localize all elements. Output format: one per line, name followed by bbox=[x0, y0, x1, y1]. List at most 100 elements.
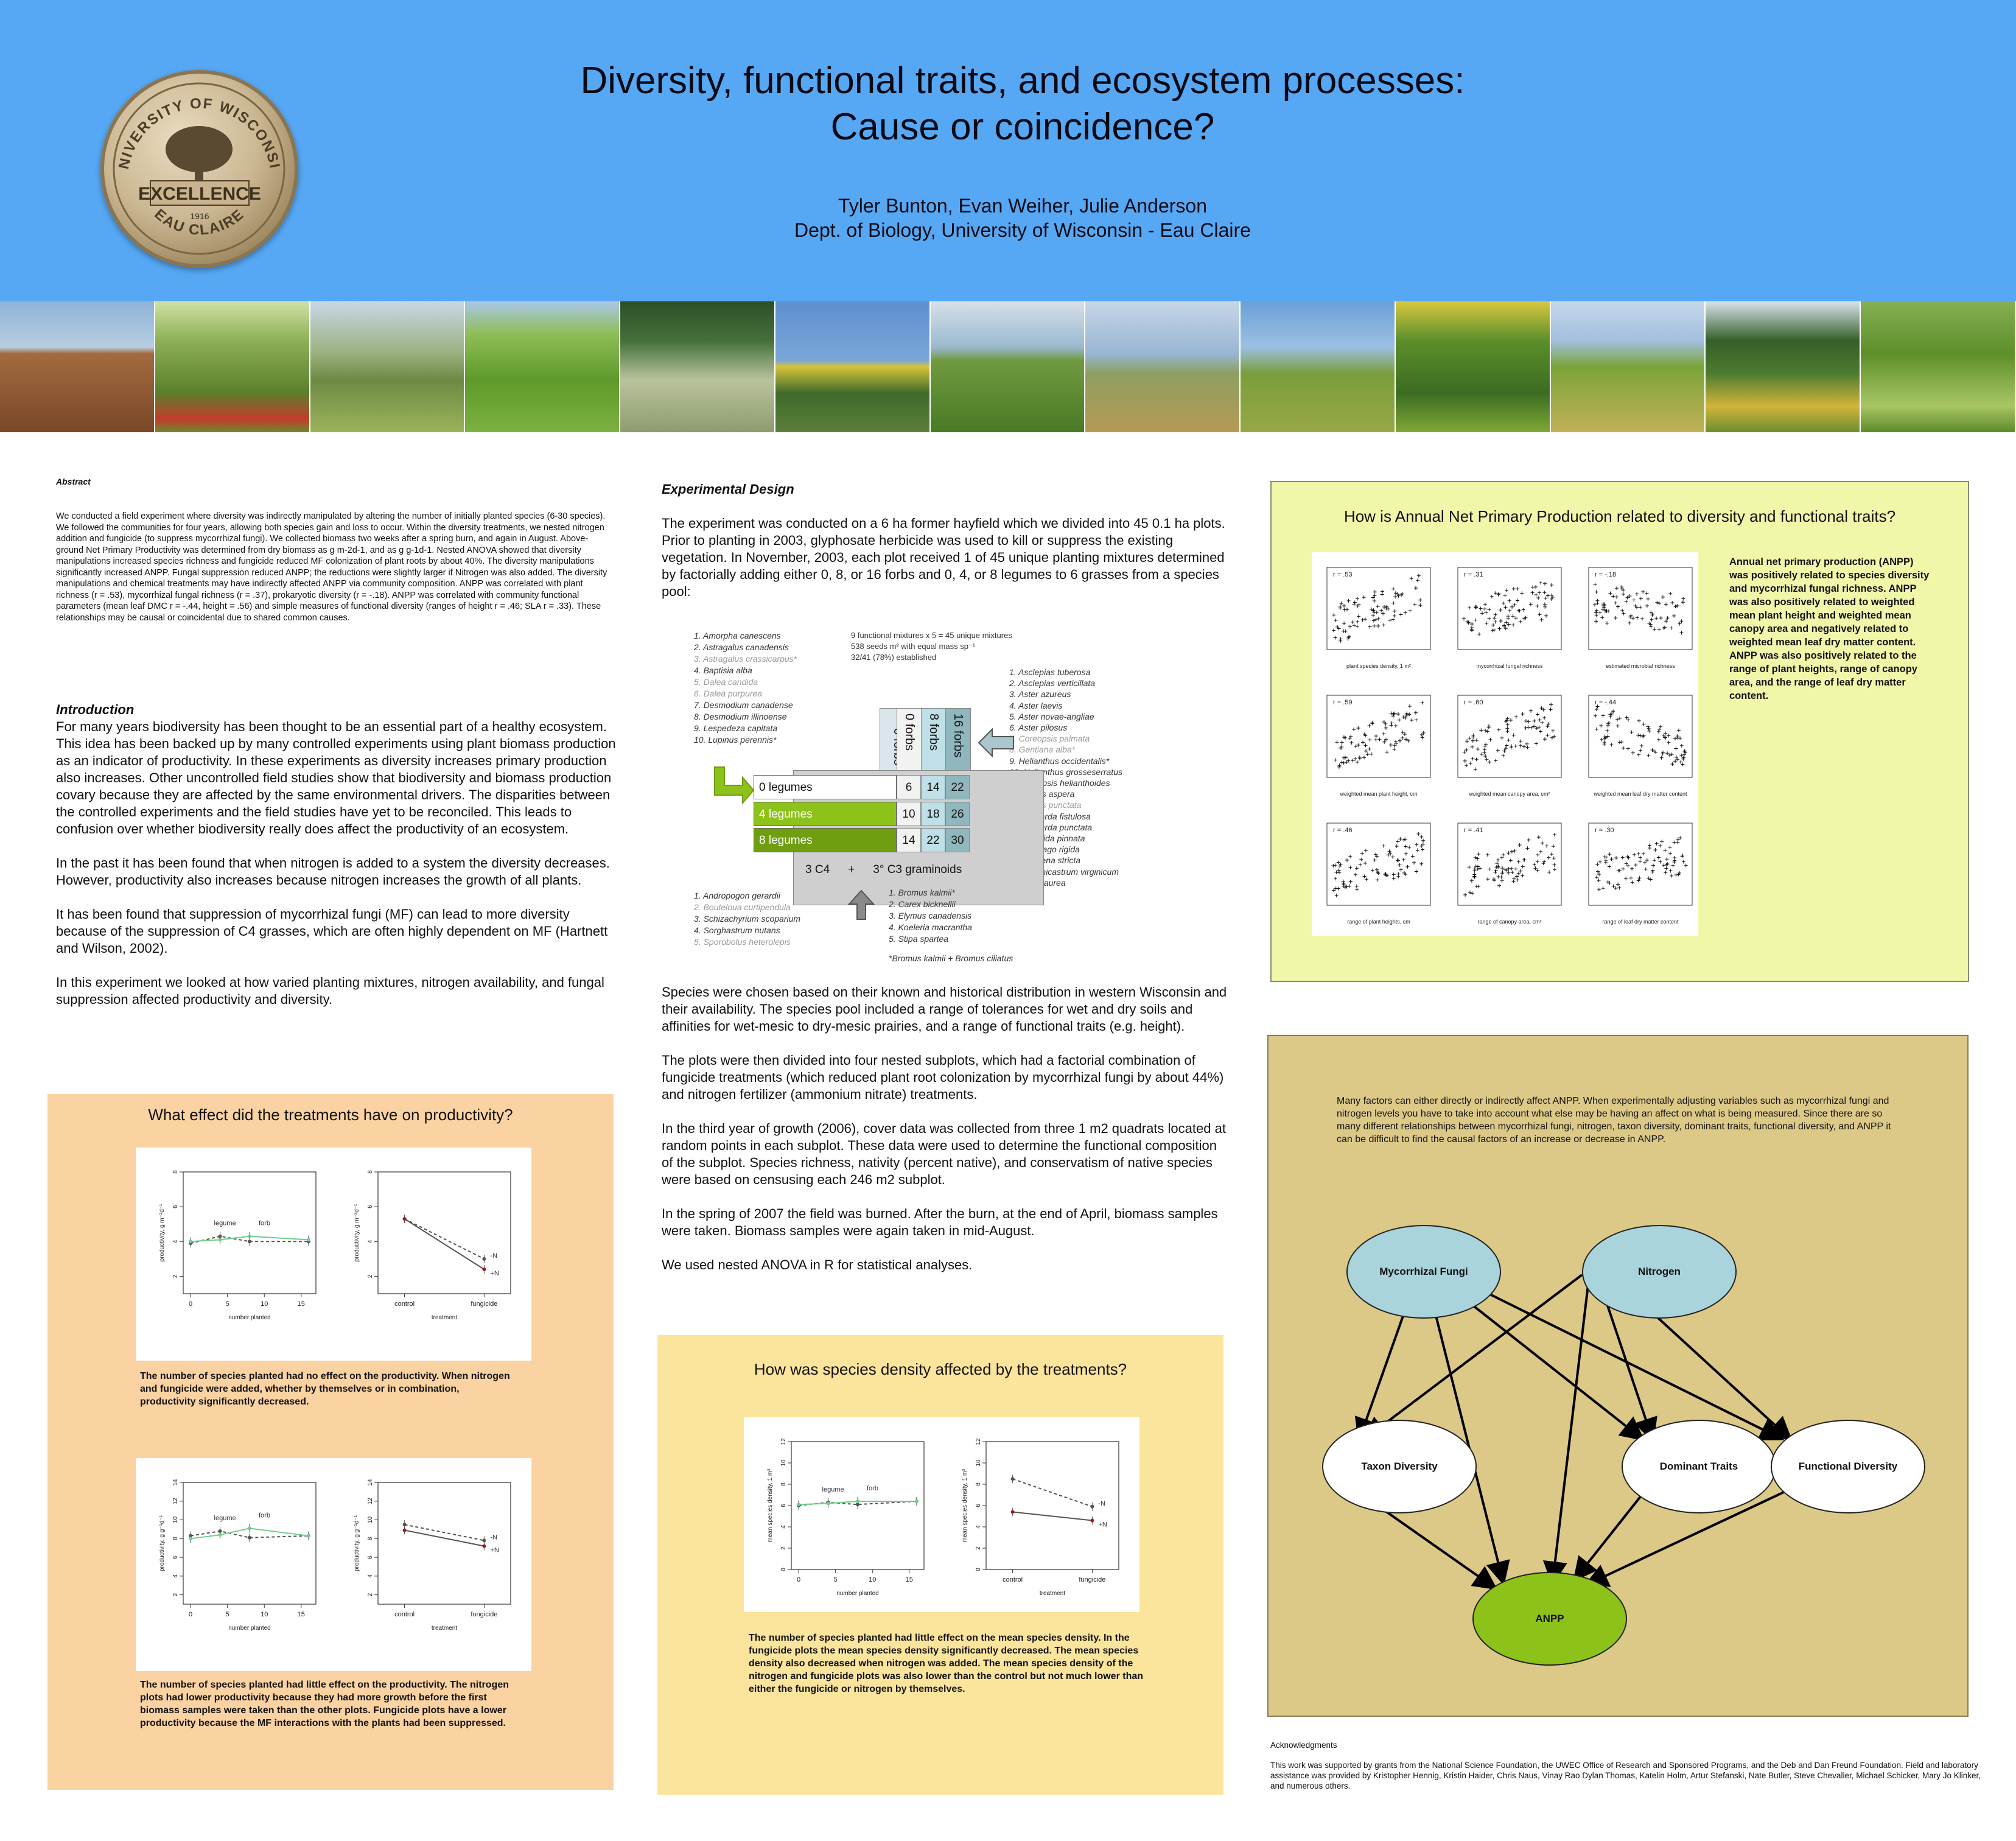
density-caption: The number of species planted had little… bbox=[749, 1633, 1144, 1694]
design-paragraph-6: We used nested ANOVA in R for statistica… bbox=[662, 1257, 973, 1272]
scatter-point bbox=[1518, 869, 1522, 873]
scatter-point bbox=[1374, 734, 1378, 738]
grid-cell: 14 bbox=[921, 775, 945, 799]
row-header-1: 4 legumes bbox=[754, 802, 897, 826]
scatter-point bbox=[1662, 863, 1666, 868]
scatter-point bbox=[1671, 863, 1675, 868]
scatter-point bbox=[1639, 748, 1643, 752]
scatter-point bbox=[1675, 603, 1679, 608]
grass-label-c3: 3° C3 graminoids bbox=[873, 863, 962, 876]
scatter-point bbox=[1398, 738, 1402, 743]
data-point bbox=[914, 1499, 919, 1503]
x-tick-label: 15 bbox=[906, 1576, 913, 1583]
y-tick-label: 8 bbox=[172, 1537, 179, 1540]
scatter-point bbox=[1626, 746, 1630, 751]
scatter-point bbox=[1483, 729, 1488, 733]
scatter-point bbox=[1552, 833, 1556, 837]
scatter-point bbox=[1376, 871, 1380, 875]
scatter-x-label: range of plant heights, cm bbox=[1347, 919, 1410, 925]
grid-cell: 6 bbox=[897, 775, 921, 799]
design-continued: Species were chosen based on their known… bbox=[662, 984, 1228, 1274]
scatter-point bbox=[1621, 592, 1625, 596]
scatter-point bbox=[1681, 860, 1685, 864]
scatter-point bbox=[1515, 598, 1519, 603]
scatter-point bbox=[1362, 874, 1367, 878]
scatter-point bbox=[1672, 614, 1676, 618]
scatter-point bbox=[1599, 724, 1603, 728]
scatter-point bbox=[1594, 714, 1598, 718]
data-point bbox=[797, 1503, 801, 1507]
scatter-frame bbox=[1588, 822, 1693, 906]
productivity-title: What effect did the treatments have on p… bbox=[148, 1106, 513, 1124]
scatter-point bbox=[1501, 754, 1505, 758]
scatter-point bbox=[1500, 871, 1504, 875]
scatter-point bbox=[1505, 729, 1510, 734]
scatter-point bbox=[1479, 728, 1483, 732]
scatter-point bbox=[1415, 848, 1419, 852]
scatter-point bbox=[1514, 616, 1518, 620]
scatter-point bbox=[1536, 596, 1541, 600]
scatter-point bbox=[1396, 592, 1400, 596]
scatter-point bbox=[1368, 625, 1372, 629]
x-tick-label: 5 bbox=[834, 1576, 838, 1583]
y-tick-label: 4 bbox=[780, 1525, 787, 1529]
scatter-r-label: r = .60 bbox=[1464, 699, 1483, 706]
scatter-point bbox=[1421, 731, 1426, 735]
scatter-point bbox=[1470, 628, 1474, 633]
scatter-point bbox=[1620, 608, 1625, 612]
scatter-point bbox=[1485, 729, 1489, 734]
design-arrows bbox=[714, 728, 1014, 920]
scatter-point bbox=[1355, 625, 1359, 629]
y-tick-label: 8 bbox=[367, 1170, 374, 1174]
field-photo bbox=[1861, 301, 2016, 432]
scatter-point bbox=[1516, 860, 1521, 864]
scatter-point bbox=[1639, 597, 1643, 601]
scatter-point bbox=[1398, 863, 1402, 867]
scatter-point bbox=[1363, 849, 1368, 853]
scatter-point bbox=[1514, 715, 1518, 719]
scatter-point bbox=[1467, 865, 1471, 869]
scatter-point bbox=[1470, 745, 1474, 749]
acknowledgments-heading: Acknowledgments bbox=[1270, 1741, 1337, 1750]
scatter-point bbox=[1390, 721, 1394, 725]
scatter-point bbox=[1639, 744, 1643, 748]
y-tick-label: 2 bbox=[780, 1546, 787, 1550]
scatter-point bbox=[1530, 591, 1535, 595]
scatter-point bbox=[1346, 598, 1351, 603]
scatter-point bbox=[1539, 706, 1544, 710]
scatter-point bbox=[1601, 608, 1605, 612]
data-point bbox=[218, 1533, 222, 1537]
productivity-caption-2: The number of species planted had little… bbox=[140, 1680, 509, 1728]
scatter-point bbox=[1535, 604, 1539, 608]
scatter-point bbox=[1337, 765, 1341, 769]
scatter-frame bbox=[1326, 695, 1431, 778]
legume-list: 1. Amorpha canescens 2. Astragalus canad… bbox=[694, 630, 834, 746]
scatter-point bbox=[1609, 743, 1614, 747]
scatter-point bbox=[1678, 836, 1682, 840]
c4-grass-item: 5. Sporobolus heterolepis bbox=[694, 937, 791, 947]
anpp-panel: How is Annual Net Primary Production rel… bbox=[1270, 481, 1969, 982]
grid-cell: 18 bbox=[921, 802, 945, 826]
scatter-point bbox=[1421, 838, 1426, 843]
scatter-point bbox=[1609, 712, 1614, 716]
scatter-point bbox=[1682, 752, 1686, 757]
scatter-point bbox=[1614, 601, 1618, 605]
field-photo bbox=[1085, 301, 1241, 432]
design-paragraph-1: The experiment was conducted on a 6 ha f… bbox=[662, 516, 1225, 599]
scatter-point bbox=[1483, 754, 1488, 759]
scatter-point bbox=[1397, 718, 1401, 722]
abstract-body: We conducted a field experiment where di… bbox=[56, 511, 607, 623]
y-tick-label: 14 bbox=[172, 1479, 179, 1486]
scatter-point bbox=[1664, 602, 1668, 606]
scatter-point bbox=[1636, 733, 1640, 737]
scatter-point bbox=[1420, 735, 1424, 740]
scatter-point bbox=[1344, 756, 1348, 760]
scatter-point bbox=[1333, 636, 1337, 640]
scatter-point bbox=[1405, 711, 1409, 715]
x-axis-label: number planted bbox=[228, 1314, 271, 1321]
scatter-point bbox=[1663, 848, 1667, 852]
scatter-point bbox=[1494, 865, 1499, 869]
series-line bbox=[799, 1501, 917, 1506]
